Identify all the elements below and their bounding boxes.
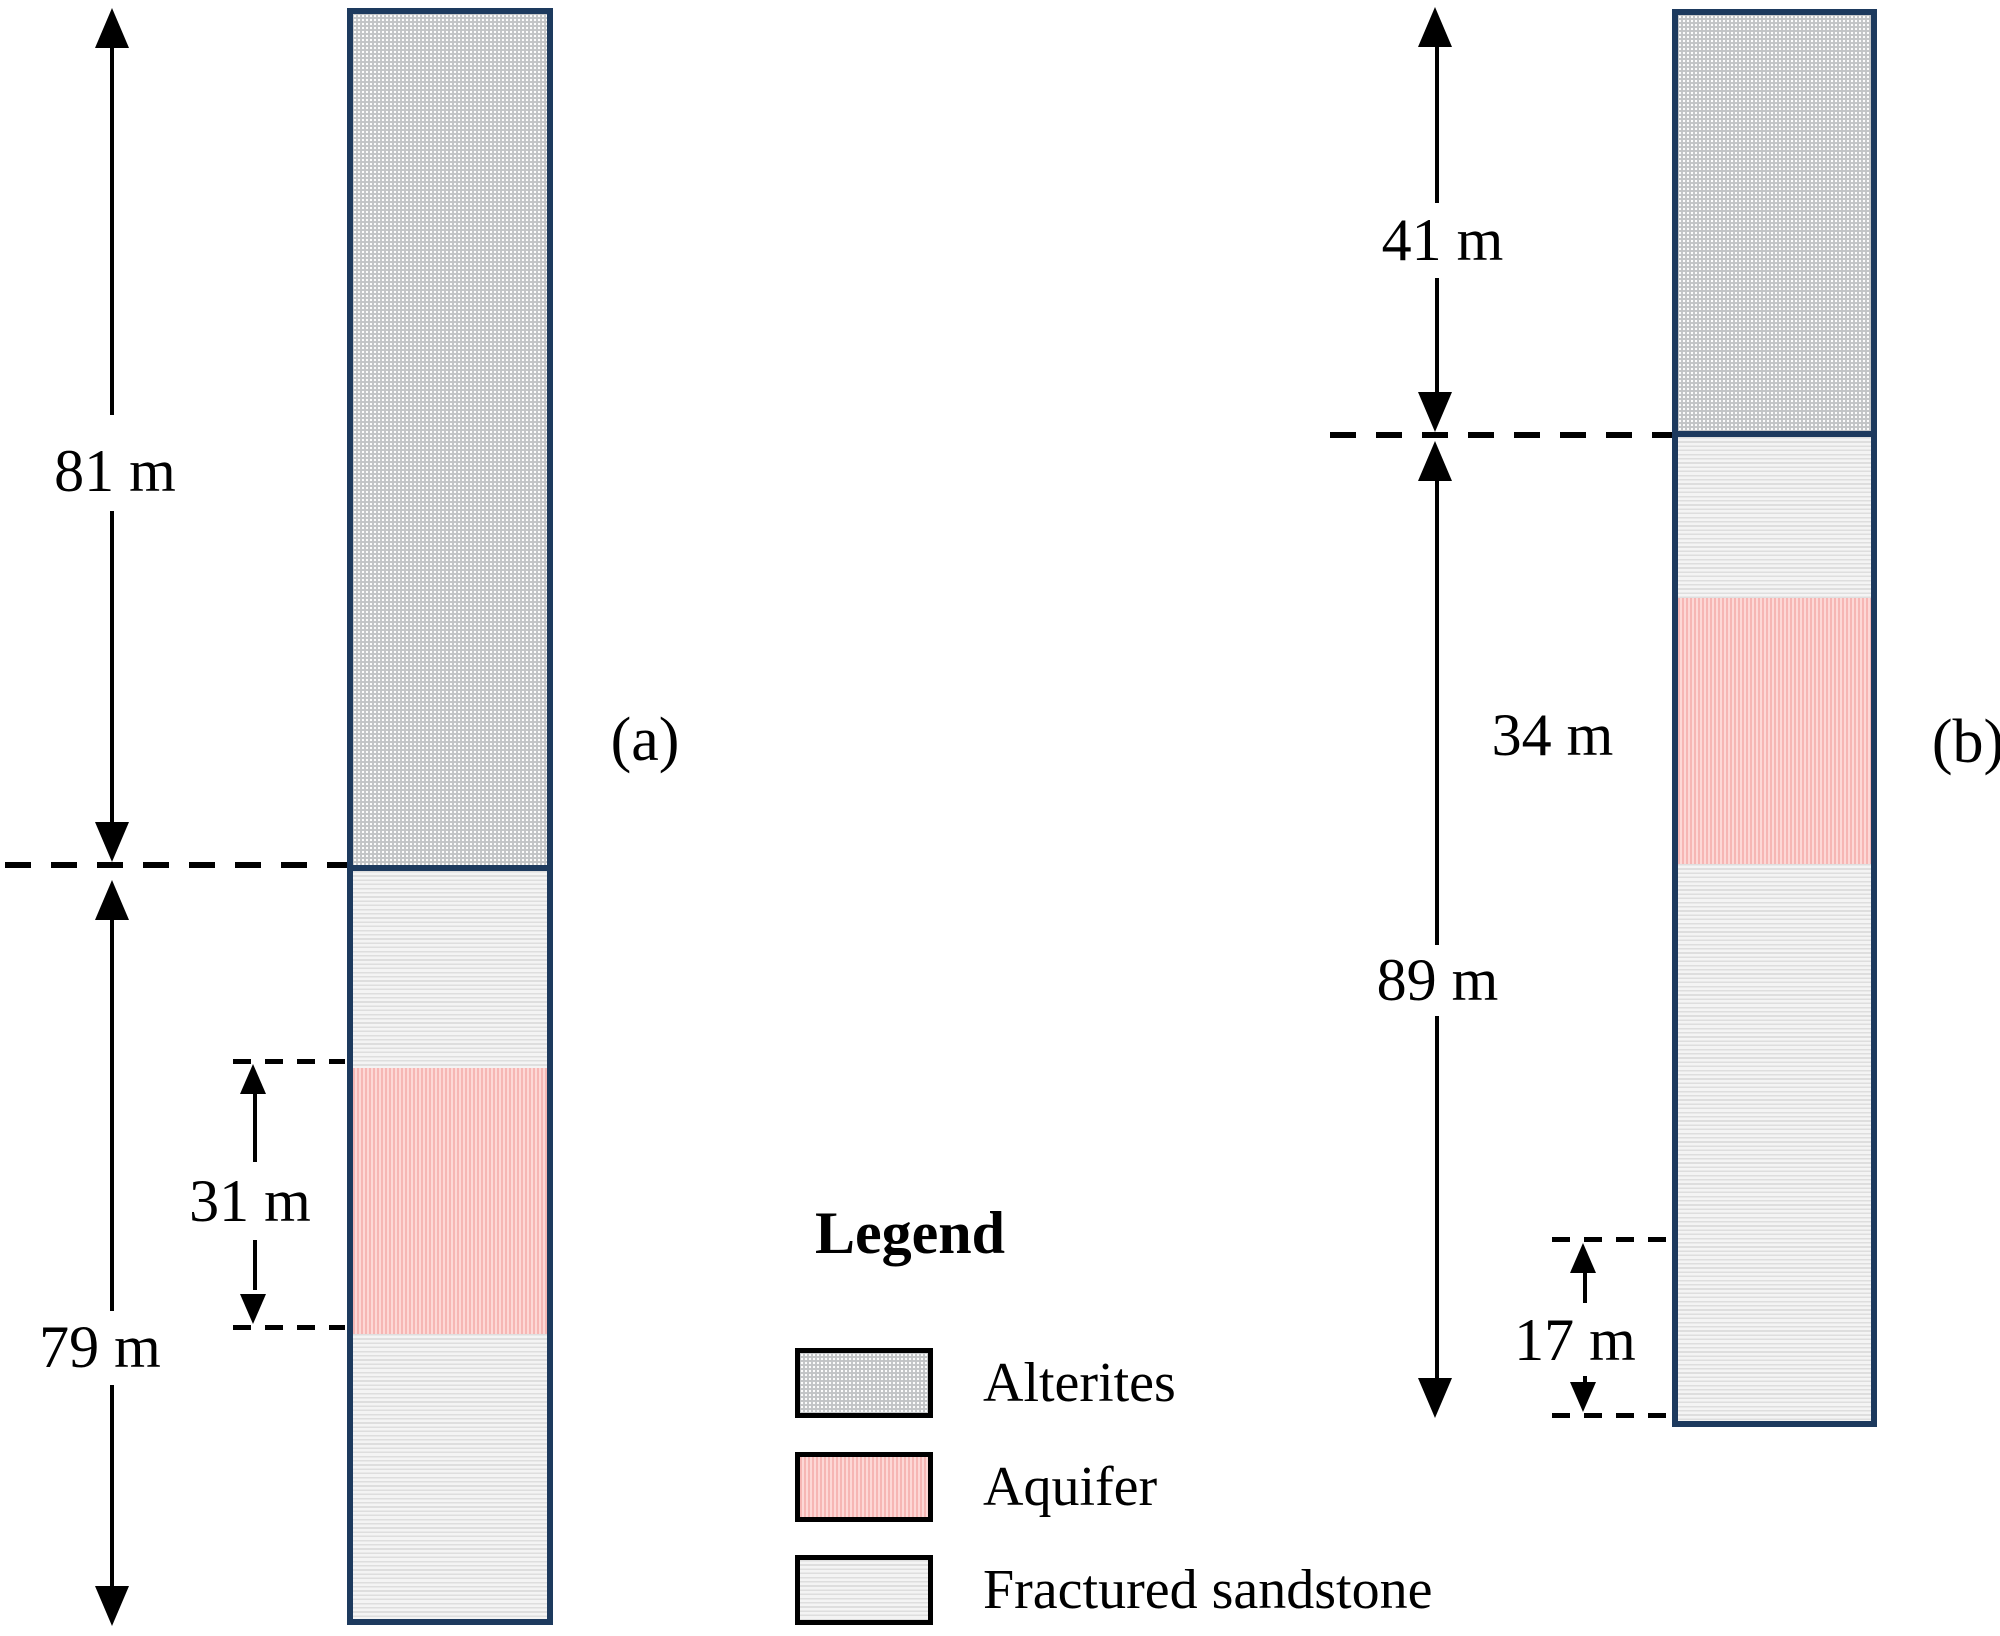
dimension-line-81m bbox=[110, 44, 114, 415]
borehole-column-a bbox=[347, 8, 553, 1625]
layer-sandstone-lower-a bbox=[353, 1334, 547, 1619]
layer-alterites-b bbox=[1678, 15, 1871, 437]
dashed-line-alterites-base-b bbox=[1330, 432, 1672, 438]
arrowhead-down-icon bbox=[1570, 1382, 1596, 1412]
dim-label-34m: 34 m bbox=[1491, 702, 1614, 768]
dim-label-89m: 89 m bbox=[1376, 947, 1499, 1013]
arrowhead-up-icon bbox=[95, 880, 129, 920]
layer-alterites-a bbox=[353, 14, 547, 871]
dimension-line-79m bbox=[110, 916, 114, 1311]
dim-label-31m: 31 m bbox=[189, 1168, 311, 1234]
arrowhead-up-icon bbox=[1418, 7, 1452, 47]
dimension-line-89m bbox=[1435, 1016, 1439, 1380]
arrowhead-down-icon bbox=[95, 822, 129, 862]
legend-swatch-sandstone bbox=[795, 1555, 933, 1625]
legend-title: Legend bbox=[815, 1200, 1006, 1266]
arrowhead-up-icon bbox=[1570, 1243, 1596, 1273]
dimension-line-81m bbox=[110, 511, 114, 823]
arrowhead-down-icon bbox=[95, 1586, 129, 1626]
legend-label-aquifer: Aquifer bbox=[983, 1456, 1158, 1518]
dimension-line-79m bbox=[110, 1385, 114, 1587]
dashed-line-aquifer-bottom-a bbox=[233, 1325, 345, 1330]
arrowhead-up-icon bbox=[1418, 441, 1452, 481]
panel-label-a: (a) bbox=[610, 706, 680, 774]
dimension-line-89m bbox=[1435, 477, 1439, 945]
legend-label-sandstone: Fractured sandstone bbox=[983, 1559, 1433, 1621]
dim-label-41m: 41 m bbox=[1381, 207, 1504, 273]
arrowhead-up-icon bbox=[95, 8, 129, 48]
legend-swatch-alterites bbox=[795, 1348, 933, 1418]
dashed-line-alterites-base-a bbox=[5, 862, 347, 868]
panel-label-b: (b) bbox=[1931, 708, 2000, 776]
dim-label-81m: 81 m bbox=[54, 438, 176, 504]
layer-sandstone-lower-b bbox=[1678, 864, 1871, 1421]
legend-label-alterites: Alterites bbox=[983, 1352, 1176, 1414]
dim-label-79m: 79 m bbox=[39, 1314, 161, 1380]
layer-aquifer-b bbox=[1678, 598, 1871, 864]
dimension-line-31m bbox=[253, 1240, 257, 1290]
layer-sandstone-upper-b bbox=[1678, 437, 1871, 598]
dashed-line-aquifer-top-a bbox=[233, 1059, 345, 1064]
layer-aquifer-a bbox=[353, 1068, 547, 1334]
arrowhead-up-icon bbox=[240, 1064, 266, 1094]
dim-label-17m: 17 m bbox=[1514, 1307, 1636, 1373]
borehole-column-b bbox=[1672, 9, 1877, 1427]
dimension-line-41m bbox=[1435, 278, 1439, 394]
dashed-line-basal-bottom-b bbox=[1552, 1413, 1670, 1418]
dimension-line-31m bbox=[253, 1090, 257, 1162]
legend-swatch-aquifer bbox=[795, 1452, 933, 1522]
dashed-line-basal-top-b bbox=[1552, 1237, 1670, 1242]
arrowhead-down-icon bbox=[1418, 392, 1452, 432]
dimension-line-17m bbox=[1583, 1269, 1587, 1303]
layer-sandstone-upper-a bbox=[353, 871, 547, 1068]
dimension-line-41m bbox=[1435, 43, 1439, 203]
arrowhead-down-icon bbox=[1418, 1378, 1452, 1418]
arrowhead-down-icon bbox=[240, 1294, 266, 1324]
